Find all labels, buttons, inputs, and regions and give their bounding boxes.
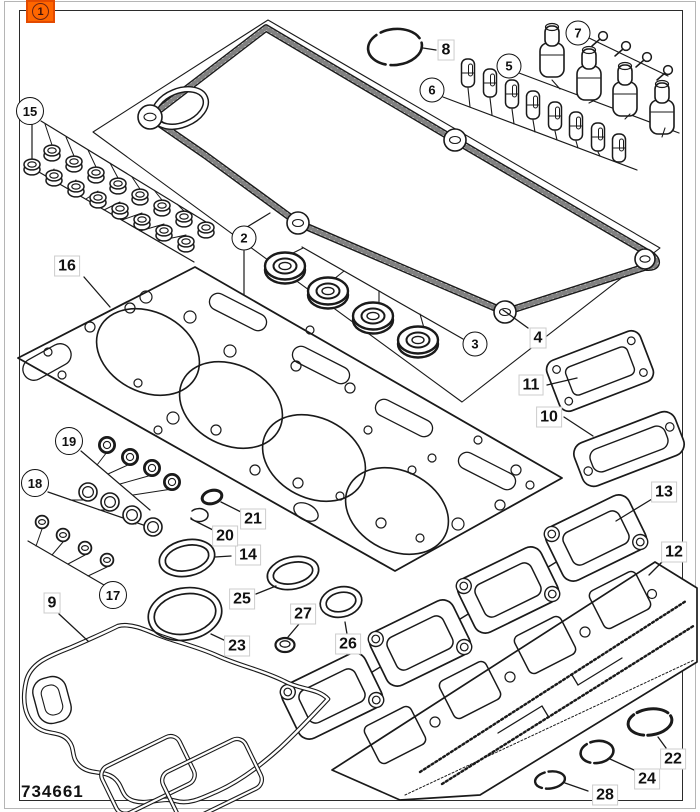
callout-16[interactable]: 16	[54, 255, 80, 277]
iso-sheet-plane	[92, 19, 661, 403]
callout-4[interactable]: 4	[529, 327, 547, 349]
leader-lines	[58, 47, 667, 792]
head-gasket-drawing	[17, 266, 563, 572]
cover-gasket-9	[21, 622, 331, 812]
callout-21[interactable]: 21	[240, 508, 266, 530]
callout-22[interactable]: 22	[660, 748, 686, 770]
figure-badge-number: 1	[32, 3, 49, 20]
cap-nut-set-15	[23, 120, 215, 263]
callout-23[interactable]: 23	[224, 635, 250, 657]
callout-12[interactable]: 12	[661, 541, 687, 563]
drawing-number: 734661	[21, 782, 84, 801]
small-cylinder-set-6	[442, 58, 638, 171]
callout-7[interactable]: 7	[565, 20, 591, 46]
seal-ring-cluster	[27, 435, 363, 654]
pin-set-7	[588, 30, 674, 81]
page-outer-border	[4, 1, 696, 809]
callout-20[interactable]: 20	[212, 525, 238, 547]
callout-18[interactable]: 18	[21, 469, 49, 497]
callout-28[interactable]: 28	[592, 784, 618, 806]
manifold-gasket-12	[331, 561, 698, 801]
figure-badge[interactable]: 1	[26, 0, 55, 23]
callout-2[interactable]: 2	[231, 225, 257, 251]
callout-11[interactable]: 11	[518, 374, 544, 396]
callout-14[interactable]: 14	[235, 544, 261, 566]
callout-8[interactable]: 8	[437, 39, 455, 61]
callout-5[interactable]: 5	[496, 53, 522, 79]
exhaust-gasket-chain-13	[276, 489, 652, 745]
callout-3[interactable]: 3	[462, 331, 488, 357]
oring-8-drawing	[366, 27, 424, 67]
callout-24[interactable]: 24	[634, 768, 660, 790]
callout-17[interactable]: 17	[99, 581, 127, 609]
valve-cover-gasket-drawing	[137, 24, 660, 324]
callout-26[interactable]: 26	[335, 633, 361, 655]
callout-10[interactable]: 10	[536, 406, 562, 428]
callout-6[interactable]: 6	[419, 77, 445, 103]
diagram-border	[19, 10, 683, 801]
callout-19[interactable]: 19	[55, 427, 83, 455]
callout-25[interactable]: 25	[229, 588, 255, 610]
large-plug-set-5	[518, 22, 680, 138]
callout-13[interactable]: 13	[651, 481, 677, 503]
oring-group-22-24-28	[533, 707, 674, 790]
callout-9[interactable]: 9	[43, 592, 61, 614]
port-gasket-11	[545, 329, 655, 413]
callout-27[interactable]: 27	[290, 603, 316, 625]
callout-15[interactable]: 15	[16, 97, 44, 125]
port-gasket-10	[572, 410, 686, 488]
